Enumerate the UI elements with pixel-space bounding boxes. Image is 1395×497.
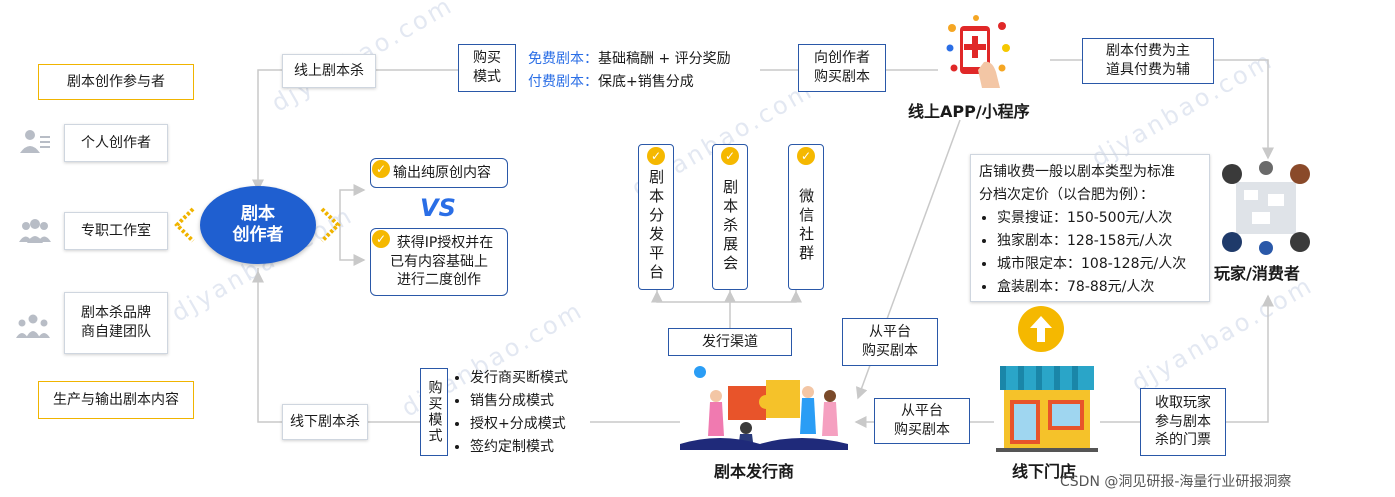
- buy-from-platform-1b: 购买剧本: [862, 343, 918, 359]
- tickets-1: 收取玩家: [1155, 394, 1211, 411]
- brand-team-line-2: 商自建团队: [81, 324, 151, 340]
- channel-check-icon: ✓: [721, 147, 739, 165]
- player-label: 玩家/消费者: [1214, 264, 1300, 283]
- tickets-2: 参与剧本: [1155, 413, 1211, 430]
- licensed-line-3: 进行二度创作: [397, 272, 481, 289]
- channel-label: 微信社群: [797, 188, 816, 264]
- creator-line-2: 创作者: [232, 225, 284, 245]
- credit-text: CSDN @洞见研报-海量行业研报洞察: [1060, 474, 1292, 490]
- up-arrow-icon: [1018, 306, 1064, 352]
- participants-header: 剧本创作参与者: [38, 64, 194, 100]
- online-purchase-title-2: 模式: [473, 69, 501, 85]
- licensed-line-1: 获得IP授权并在: [396, 234, 494, 251]
- paid-script-value: 保底+销售分成: [598, 74, 694, 90]
- channel-expo: 剧本杀展会: [712, 144, 748, 290]
- original-content-text: 输出纯原创内容: [393, 164, 491, 181]
- offline-box: 线下剧本杀: [282, 404, 368, 440]
- app-label: 线上APP/小程序: [908, 102, 1030, 121]
- store-label: 线下门店: [1012, 462, 1077, 481]
- original-content-box: 输出纯原创内容: [370, 158, 508, 188]
- store-fees-intro-2: 分档次定价（以合肥为例）：: [979, 187, 1154, 203]
- individual-creator-icon: [20, 130, 50, 153]
- buy-from-creator-box: 向创作者 购买剧本: [798, 44, 886, 92]
- right-chevron-icon: [320, 207, 341, 243]
- buy-from-platform-2a: 从平台: [901, 403, 943, 420]
- publisher-label: 剧本发行商: [714, 462, 795, 481]
- licensed-check-icon: ✓: [372, 230, 390, 248]
- licensed-content-box: 获得IP授权并在 已有内容基础上 进行二度创作: [370, 228, 508, 296]
- offline-purchase-item: 销售分成模式: [470, 390, 568, 413]
- tickets-3: 杀的门票: [1155, 432, 1211, 449]
- creator-line-1: 剧本: [241, 203, 275, 224]
- output-footer: 生产与输出剧本内容: [38, 381, 194, 419]
- online-purchase-title-1: 购买: [473, 50, 501, 67]
- store-fees-intro-1: 店铺收费一般以剧本类型为标准: [979, 164, 1175, 180]
- offline-purchase-item: 授权+分成模式: [470, 413, 568, 436]
- offline-purchase-item: 发行商买断模式: [470, 367, 568, 390]
- studio-box: 专职工作室: [64, 212, 168, 250]
- paid-script-label: 付费剧本：: [528, 74, 598, 90]
- buy-from-platform-box-2: 从平台 购买剧本: [874, 398, 970, 444]
- brand-team-line-1: 剧本杀品牌: [81, 305, 151, 322]
- online-purchase-title: 购买 模式: [458, 44, 516, 92]
- publisher-puzzle-illustration: [680, 366, 848, 450]
- pay-model-1: 剧本付费为主: [1106, 43, 1190, 60]
- buy-from-creator-1: 向创作者: [814, 50, 870, 67]
- store-fee-item: 实景搜证：150-500元/人次: [997, 207, 1201, 230]
- store-fees-box: 店铺收费一般以剧本类型为标准 分档次定价（以合肥为例）： 实景搜证：150-50…: [970, 154, 1210, 302]
- channel-check-icon: ✓: [647, 147, 665, 165]
- players-table-icon: [1222, 161, 1310, 255]
- studio-team-icon: [19, 219, 51, 243]
- channel-label: 剧本杀展会: [721, 178, 740, 274]
- offline-purchase-list: 发行商买断模式 销售分成模式 授权+分成模式 签约定制模式: [452, 367, 568, 459]
- buy-from-platform-box-1: 从平台 购买剧本: [842, 318, 938, 366]
- storefront-icon: [996, 366, 1098, 452]
- online-box: 线上剧本杀: [282, 54, 376, 88]
- offline-purchase-item: 签约定制模式: [470, 436, 568, 459]
- individual-creator-box: 个人创作者: [64, 124, 168, 162]
- vs-label: VS: [420, 194, 456, 222]
- free-script-label: 免费剧本：: [528, 51, 598, 67]
- store-fee-item: 城市限定本：108-128元/人次: [997, 253, 1201, 276]
- channels-title: 发行渠道: [668, 328, 792, 356]
- free-script-value: 基础稿酬 + 评分奖励: [598, 51, 731, 67]
- original-check-icon: ✓: [372, 160, 390, 178]
- brand-team-box: 剧本杀品牌 商自建团队: [64, 292, 168, 354]
- channel-check-icon: ✓: [797, 147, 815, 165]
- buy-from-platform-1a: 从平台: [869, 324, 911, 341]
- offline-purchase-title: 购买模式: [420, 368, 448, 456]
- store-fee-item: 独家剧本：128-158元/人次: [997, 230, 1201, 253]
- licensed-line-2: 已有内容基础上: [390, 253, 488, 270]
- left-chevron-icon: [174, 207, 195, 243]
- online-purchase-desc: 免费剧本：基础稿酬 + 评分奖励 付费剧本：保底+销售分成: [528, 48, 731, 94]
- buy-from-creator-2: 购买剧本: [814, 69, 870, 85]
- channel-label: 剧本分发平台: [647, 169, 666, 283]
- store-fee-item: 盒装剧本：78-88元/人次: [997, 276, 1201, 299]
- mobile-app-icon: [946, 15, 1010, 88]
- channel-distribution-platform: 剧本分发平台: [638, 144, 674, 290]
- creator-ellipse: 剧本 创作者: [200, 186, 316, 264]
- pay-model-box: 剧本付费为主 道具付费为辅: [1082, 38, 1214, 84]
- buy-from-platform-2b: 购买剧本: [894, 422, 950, 438]
- tickets-box: 收取玩家 参与剧本 杀的门票: [1140, 388, 1226, 456]
- brand-team-icon: [16, 314, 50, 338]
- channel-wechat: 微信社群: [788, 144, 824, 290]
- pay-model-2: 道具付费为辅: [1106, 62, 1190, 78]
